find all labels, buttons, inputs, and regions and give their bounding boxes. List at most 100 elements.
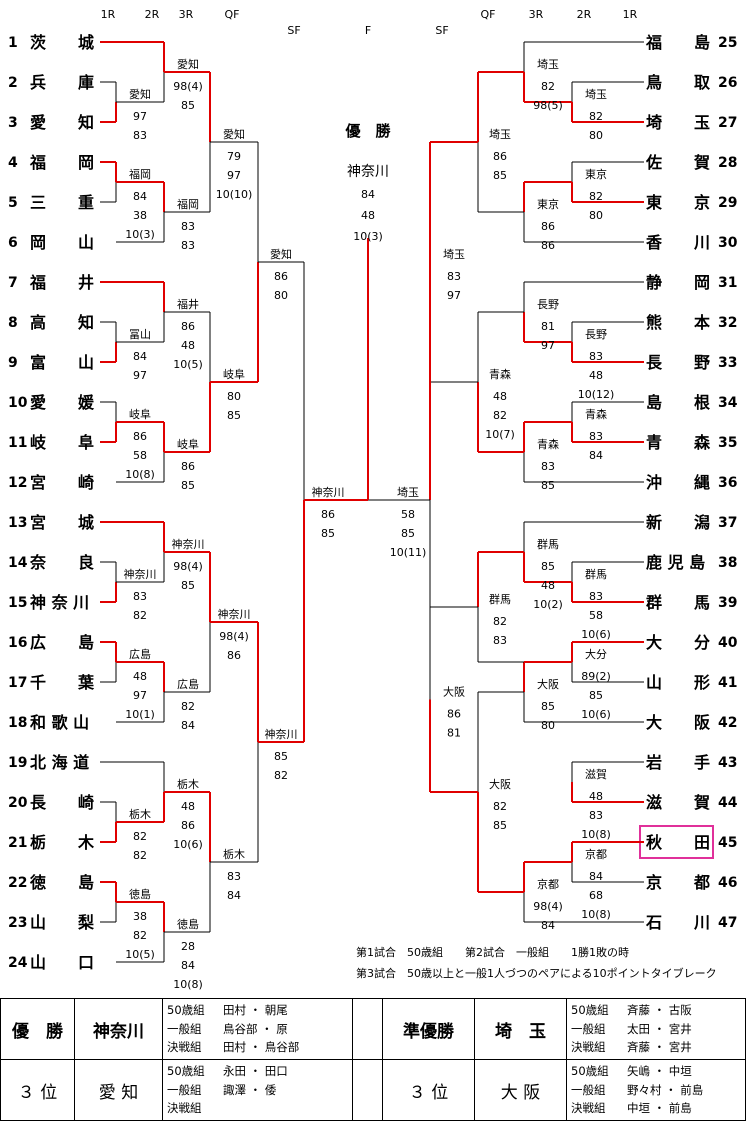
group-label: 決戦組 bbox=[167, 1040, 202, 1055]
match-winner-label: 長野 bbox=[585, 328, 607, 341]
team-seed-number: 16 bbox=[8, 635, 27, 651]
match-score: 68 bbox=[589, 889, 603, 902]
match-score: 10(8) bbox=[125, 468, 155, 481]
match-score: 82 bbox=[493, 409, 507, 422]
match-winner-label: 長野 bbox=[537, 298, 559, 311]
team-seed-number: 24 bbox=[8, 955, 28, 971]
group-label: 一般組 bbox=[571, 1082, 606, 1097]
match-score: 83 bbox=[181, 220, 195, 233]
player-list: 50歳組永田 ・ 田口 一般組諏澤 ・ 倭 決戦組 bbox=[162, 1059, 353, 1121]
team-seed-number: 32 bbox=[718, 315, 737, 331]
match-winner-label: 神奈川 bbox=[312, 485, 345, 499]
team-seed-number: 41 bbox=[718, 675, 737, 691]
team-seed-number: 35 bbox=[718, 435, 737, 451]
team-seed-number: 18 bbox=[8, 715, 27, 731]
match-score: 86 bbox=[181, 320, 195, 333]
match-score: 83 bbox=[589, 590, 603, 603]
group-label: 50歳組 bbox=[571, 1064, 609, 1079]
champion-name: 神奈川 bbox=[347, 164, 389, 180]
match-winner-label: 埼玉 bbox=[443, 247, 465, 261]
match-score: 83 bbox=[589, 809, 603, 822]
team-name: 富 山 bbox=[30, 353, 94, 372]
match-score: 97 bbox=[447, 289, 461, 302]
team-name: 高 知 bbox=[30, 313, 94, 332]
spacer-cell bbox=[352, 998, 383, 1060]
match-score: 85 bbox=[541, 560, 555, 573]
match-winner-label: 埼玉 bbox=[397, 485, 419, 499]
summary-row-1: 優 勝 神奈川 50歳組田村 ・ 朝尾 一般組鳥谷部 ・ 原 決戦組田村 ・ 鳥… bbox=[0, 998, 746, 1060]
team-name: 神 奈 川 bbox=[30, 593, 89, 612]
match-score: 83 bbox=[589, 430, 603, 443]
team-seed-number: 9 bbox=[8, 355, 18, 371]
team-name: 宮 城 bbox=[30, 513, 94, 532]
match-score: 83 bbox=[589, 350, 603, 363]
team-name: 長 崎 bbox=[30, 793, 94, 812]
match-winner-label: 愛知 bbox=[129, 87, 151, 101]
match-score: 10(6) bbox=[173, 838, 203, 851]
match-winner-label: 福岡 bbox=[177, 197, 199, 211]
group-label: 決戦組 bbox=[167, 1101, 202, 1116]
match-score: 58 bbox=[133, 449, 147, 462]
match-winner-label: 群馬 bbox=[537, 537, 559, 551]
match-score: 86 bbox=[493, 150, 507, 163]
team-seed-number: 13 bbox=[8, 515, 27, 531]
match-winner-label: 青森 bbox=[489, 367, 511, 381]
player-names: 諏澤 ・ 倭 bbox=[223, 1082, 277, 1097]
match-score: 10(6) bbox=[581, 628, 611, 641]
round-label: SF bbox=[287, 24, 300, 37]
match-score: 82 bbox=[493, 800, 507, 813]
team-seed-number: 19 bbox=[8, 755, 27, 771]
team-name: 山 口 bbox=[30, 953, 94, 972]
match-score: 48 bbox=[493, 390, 507, 403]
match-winner-label: 広島 bbox=[177, 677, 199, 691]
match-score: 97 bbox=[133, 689, 147, 702]
match-winner-label: 愛知 bbox=[177, 57, 199, 71]
match-score: 83 bbox=[133, 129, 147, 142]
match-winner-label: 青森 bbox=[537, 437, 559, 451]
match-winner-label: 岐阜 bbox=[129, 408, 151, 421]
match-score: 98(4) bbox=[219, 630, 249, 643]
team-seed-number: 4 bbox=[8, 155, 18, 171]
match-winner-label: 京都 bbox=[585, 847, 607, 861]
team-name: 香 川 bbox=[645, 233, 710, 252]
match-score: 58 bbox=[589, 609, 603, 622]
match-score: 86 bbox=[181, 460, 195, 473]
team-name: 佐 賀 bbox=[645, 153, 710, 172]
match-score: 80 bbox=[274, 289, 288, 302]
match-winner-label: 愛知 bbox=[223, 127, 245, 141]
team-name: 北 海 道 bbox=[30, 753, 89, 772]
match-score: 10(8) bbox=[581, 908, 611, 921]
match-score: 48 bbox=[133, 670, 147, 683]
match-winner-label: 神奈川 bbox=[218, 607, 251, 621]
match-score: 85 bbox=[227, 409, 241, 422]
team-seed-number: 1 bbox=[8, 35, 18, 51]
team-seed-number: 26 bbox=[718, 75, 737, 91]
player-names: 矢嶋 ・ 中垣 bbox=[627, 1064, 692, 1079]
match-score: 86 bbox=[541, 220, 555, 233]
team-seed-number: 17 bbox=[8, 675, 27, 691]
round-label: 1R bbox=[623, 8, 638, 21]
team-seed-number: 39 bbox=[718, 595, 737, 611]
match-winner-label: 埼玉 bbox=[537, 57, 559, 71]
match-winner-label: 群馬 bbox=[585, 567, 607, 581]
match-score: 10(5) bbox=[125, 948, 155, 961]
player-names: 田村 ・ 朝尾 bbox=[223, 1003, 288, 1018]
match-score: 10(8) bbox=[173, 978, 203, 991]
team-seed-number: 42 bbox=[718, 715, 737, 731]
match-score: 86 bbox=[274, 270, 288, 283]
match-score: 10(10) bbox=[216, 188, 253, 201]
player-list: 50歳組斉藤 ・ 古阪 一般組太田 ・ 宮井 決戦組斉藤 ・ 宮井 bbox=[566, 998, 746, 1060]
team-seed-number: 37 bbox=[718, 515, 737, 531]
champion-score: 84 bbox=[361, 188, 375, 201]
team-name: 徳 島 bbox=[29, 873, 94, 892]
match-winner-label: 広島 bbox=[129, 647, 151, 661]
match-score: 82 bbox=[589, 110, 603, 123]
team-name: 茨 城 bbox=[30, 33, 94, 52]
team-name: 宮 崎 bbox=[30, 473, 94, 492]
team-seed-number: 30 bbox=[718, 235, 738, 251]
team-seed-number: 2 bbox=[8, 75, 18, 91]
match-score: 82 bbox=[589, 190, 603, 203]
team-name: 京 都 bbox=[646, 873, 710, 892]
match-score: 82 bbox=[133, 929, 147, 942]
match-score: 82 bbox=[133, 830, 147, 843]
